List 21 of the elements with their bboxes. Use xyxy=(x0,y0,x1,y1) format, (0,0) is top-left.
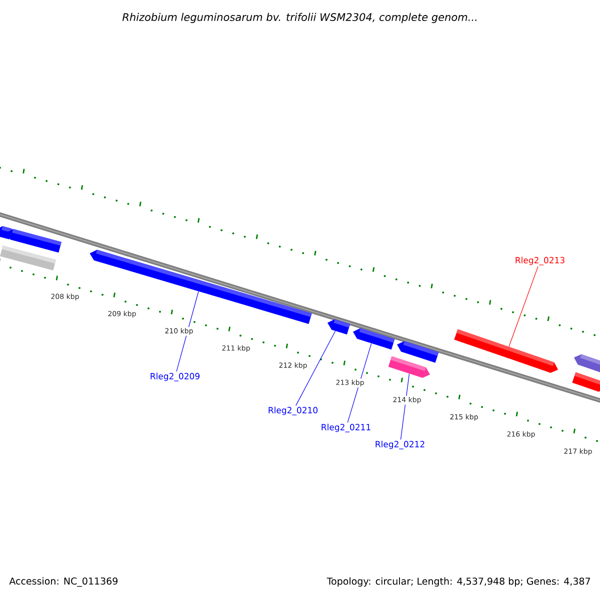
leader-line xyxy=(508,266,538,347)
gene-bar xyxy=(574,354,600,374)
footer-text: Topology: circular; Length: 4,537,948 bp; Genes: 4,387 xyxy=(326,577,590,587)
leader-line xyxy=(296,330,336,406)
gene-bar xyxy=(90,250,312,324)
footer-text: Accession: NC_011369 xyxy=(9,577,118,587)
gene-bar xyxy=(352,328,395,350)
title: Rhizobium leguminosarum bv. trifolii WSM2304, complete genom... xyxy=(122,12,476,24)
gene-label: Rleg2_0210 xyxy=(268,406,318,416)
gene-bar xyxy=(454,329,558,373)
leader-line xyxy=(176,291,199,372)
gene-bar xyxy=(397,341,439,363)
gene-bar xyxy=(388,356,430,378)
gene-bar xyxy=(0,246,56,270)
leader-line xyxy=(347,343,372,423)
gene-label: Rleg2_0213 xyxy=(516,256,564,266)
gene-label: Rleg2_0209 xyxy=(150,372,200,382)
gene-bar xyxy=(327,319,350,334)
gene-label: Rleg2_0211 xyxy=(322,424,370,432)
gene-label: Rleg2_0212 xyxy=(376,440,424,450)
gene-bar xyxy=(572,372,600,392)
